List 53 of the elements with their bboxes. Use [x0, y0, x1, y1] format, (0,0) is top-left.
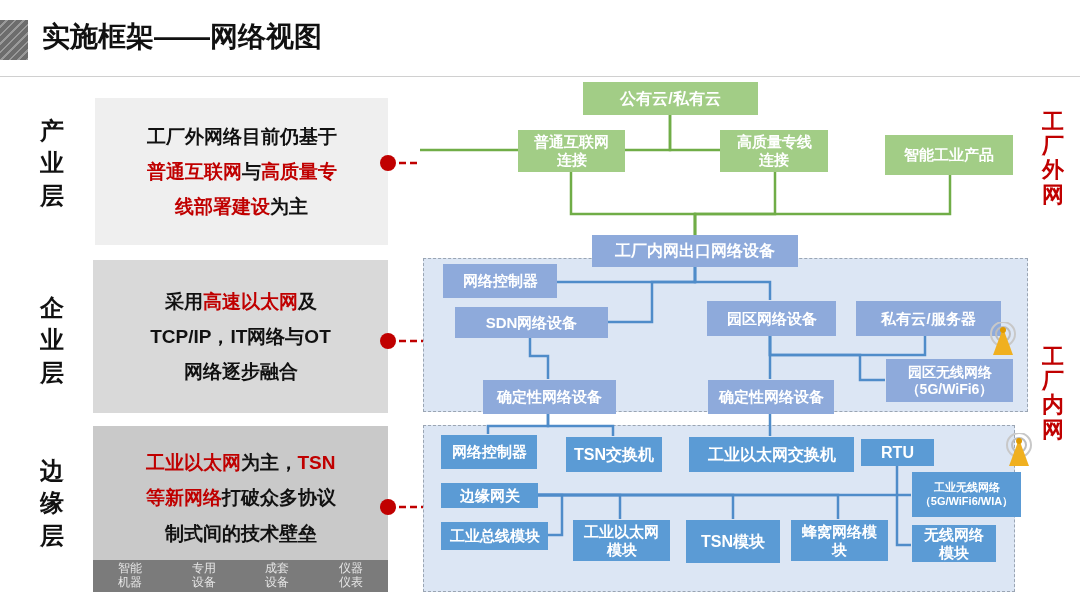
network-device-box: 私有云/服务器	[856, 301, 1001, 336]
leader-line	[380, 499, 423, 515]
network-device-box: 工业以太网交换机	[689, 437, 854, 472]
leader-line	[380, 155, 420, 171]
network-device-box: 无线网络模块	[912, 525, 996, 562]
network-device-box: 工业总线模块	[441, 522, 548, 550]
network-device-box: TSN模块	[686, 520, 780, 563]
panel-text: 采用高速以太网及TCP/IP，IT网络与OT网络逐步融合	[149, 289, 332, 385]
device-category: 仪器仪表	[338, 562, 365, 590]
title: 实施框架——网络视图	[42, 20, 322, 54]
layer-label: 企业层	[40, 293, 64, 388]
network-zone	[423, 258, 1028, 412]
network-device-box: 园区网络设备	[707, 301, 836, 336]
layer-panel	[95, 98, 388, 245]
network-device-box: RTU	[861, 439, 934, 466]
external-network-box: 高质量专线连接	[720, 130, 828, 172]
external-network-box: 公有云/私有云	[583, 82, 758, 115]
connector-line	[768, 335, 885, 382]
network-device-box: TSN交换机	[566, 437, 662, 472]
network-device-box: 确定性网络设备	[483, 380, 616, 414]
connector-line	[693, 267, 772, 300]
leader-line	[380, 333, 423, 349]
network-device-box: 工厂内网出口网络设备	[592, 235, 798, 267]
network-scope-label: 工厂外网	[1042, 110, 1064, 207]
network-device-box: 蜂窝网络模块	[791, 520, 888, 561]
connector-line	[668, 115, 720, 152]
connector-line	[895, 465, 911, 547]
network-device-box: 园区无线网络（5G/WiFi6）	[886, 359, 1013, 402]
network-device-box: 工业以太网模块	[573, 520, 670, 561]
device-category: 专用设备	[190, 562, 217, 590]
layer-label: 边缘层	[40, 456, 64, 551]
connector-line	[546, 413, 615, 436]
network-device-box: 确定性网络设备	[708, 380, 834, 414]
network-device-box: SDN网络设备	[455, 307, 608, 338]
network-device-box: 网络控制器	[441, 435, 537, 469]
network-device-box: 边缘网关	[441, 483, 538, 508]
layer-panel	[93, 426, 388, 592]
connector-line	[693, 175, 952, 235]
network-scope-label: 工厂内网	[1042, 345, 1064, 442]
connector-line	[528, 337, 550, 379]
network-device-box: 工业无线网络（5G/WiFi6/WIA）	[912, 472, 1021, 517]
layer-label: 产业层	[40, 116, 64, 211]
device-category: 智能机器	[116, 562, 143, 590]
panel-text: 工厂外网络目前仍基于普通互联网与高质量专线部署建设为主	[145, 124, 338, 220]
external-network-box: 智能工业产品	[885, 135, 1013, 175]
network-device-box: 网络控制器	[443, 264, 557, 298]
external-network-box: 普通互联网连接	[518, 130, 625, 172]
panel-text: 工业以太网为主，TSN等新网络打破众多协议制式间的技术壁垒	[144, 451, 337, 546]
connector-line	[420, 148, 518, 152]
connector-line	[537, 493, 840, 519]
device-category: 成套设备	[264, 562, 291, 590]
connector-line	[768, 413, 772, 436]
layer-panel	[93, 260, 388, 413]
